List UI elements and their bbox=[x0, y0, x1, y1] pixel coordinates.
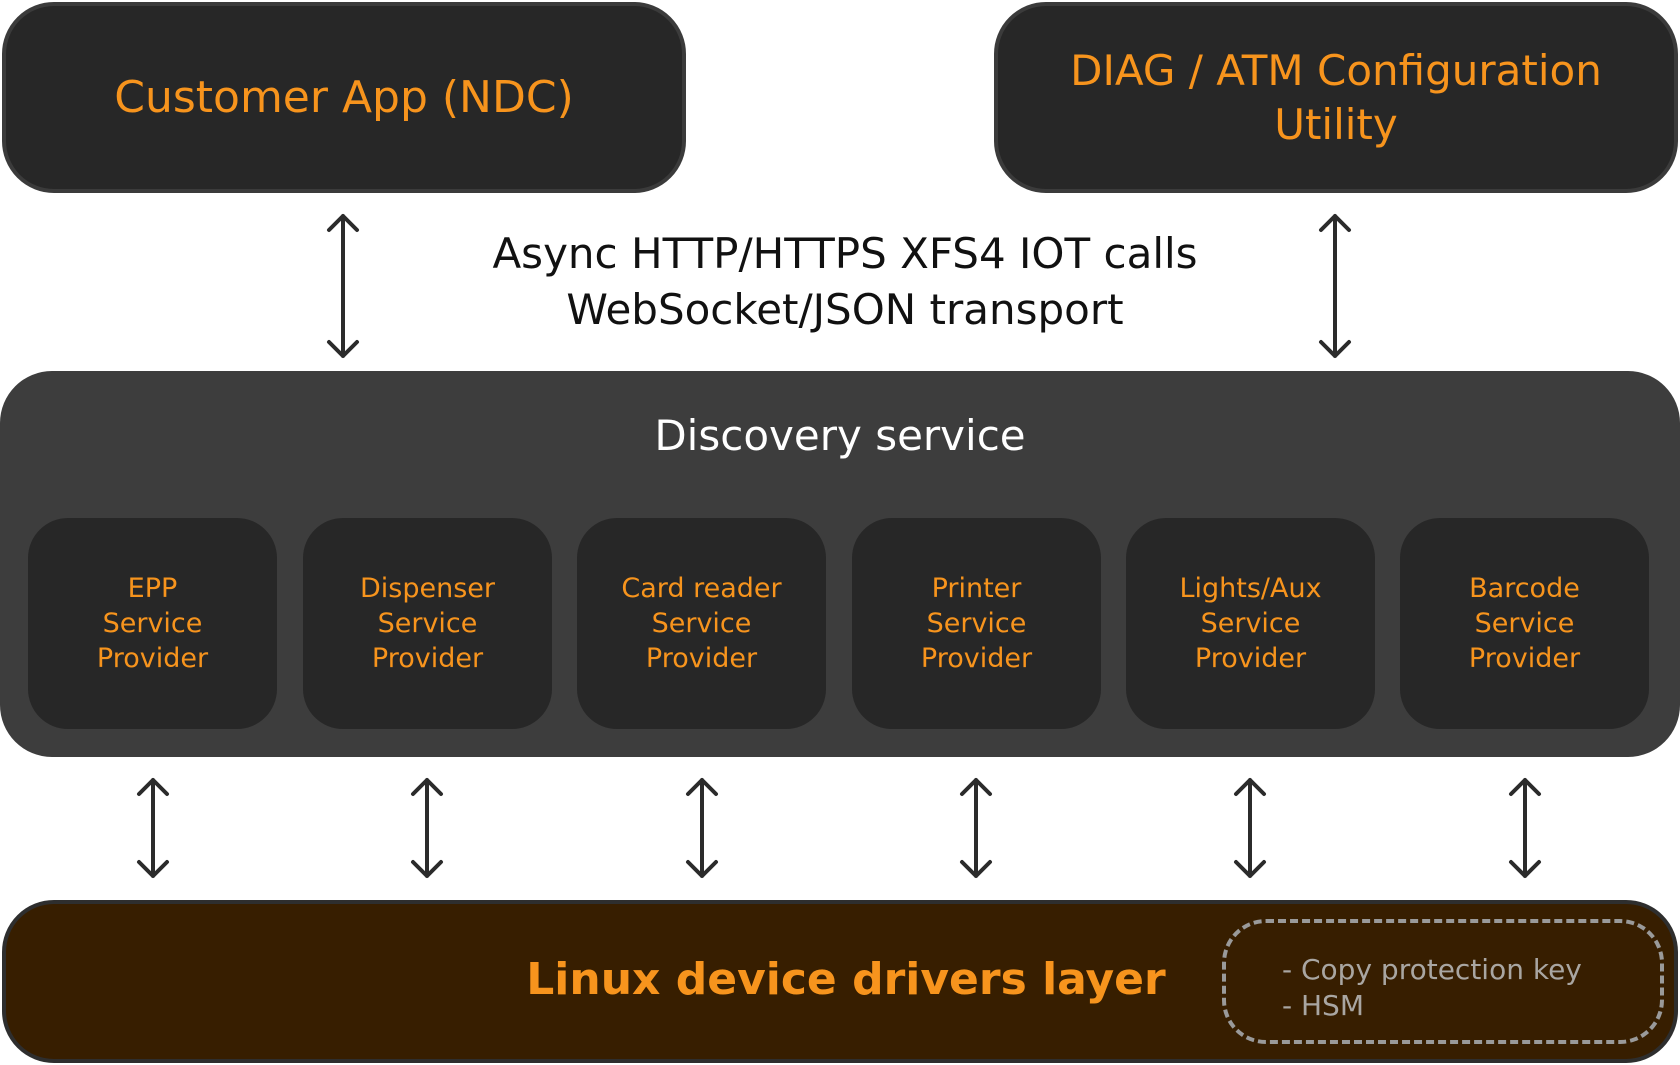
dispenser-service-provider: Dispenser Service Provider bbox=[303, 518, 552, 729]
bidirectional-arrow-icon bbox=[137, 778, 169, 878]
diag-utility-label-line2: Utility bbox=[1274, 99, 1398, 149]
diag-utility-box: DIAG / ATM Configuration Utility bbox=[994, 2, 1678, 193]
bidirectional-arrow-icon bbox=[411, 778, 443, 878]
bidirectional-arrow-icon bbox=[686, 778, 718, 878]
bidirectional-arrow-icon bbox=[960, 778, 992, 878]
lights-aux-service-provider: Lights/Aux Service Provider bbox=[1126, 518, 1375, 729]
bidirectional-arrow-icon bbox=[1509, 778, 1541, 878]
customer-app-label: Customer App (NDC) bbox=[114, 72, 574, 123]
barcode-service-provider: Barcode Service Provider bbox=[1400, 518, 1649, 729]
diag-utility-label-line1: DIAG / ATM Configuration bbox=[1070, 45, 1602, 95]
card-reader-service-provider: Card reader Service Provider bbox=[577, 518, 826, 729]
security-components-box: - Copy protection key - HSM bbox=[1222, 919, 1664, 1044]
transport-line-1: Async HTTP/HTTPS XFS4 IOT calls bbox=[492, 229, 1198, 278]
bidirectional-arrow-icon bbox=[327, 214, 359, 358]
note-hsm: - HSM bbox=[1282, 989, 1364, 1022]
bidirectional-arrow-icon bbox=[1319, 214, 1351, 358]
customer-app-box: Customer App (NDC) bbox=[2, 2, 686, 193]
discovery-service-title: Discovery service bbox=[654, 411, 1026, 460]
transport-description: Async HTTP/HTTPS XFS4 IOT calls WebSocke… bbox=[380, 226, 1310, 338]
linux-drivers-layer: Linux device drivers layer - Copy protec… bbox=[2, 900, 1678, 1063]
printer-service-provider: Printer Service Provider bbox=[852, 518, 1101, 729]
bidirectional-arrow-icon bbox=[1234, 778, 1266, 878]
epp-service-provider: EPP Service Provider bbox=[28, 518, 277, 729]
note-copy-protection-key: - Copy protection key bbox=[1282, 953, 1582, 986]
transport-line-2: WebSocket/JSON transport bbox=[566, 285, 1124, 334]
discovery-service-container: Discovery service EPP Service Provider D… bbox=[0, 371, 1680, 757]
linux-drivers-title: Linux device drivers layer bbox=[526, 954, 1166, 1005]
